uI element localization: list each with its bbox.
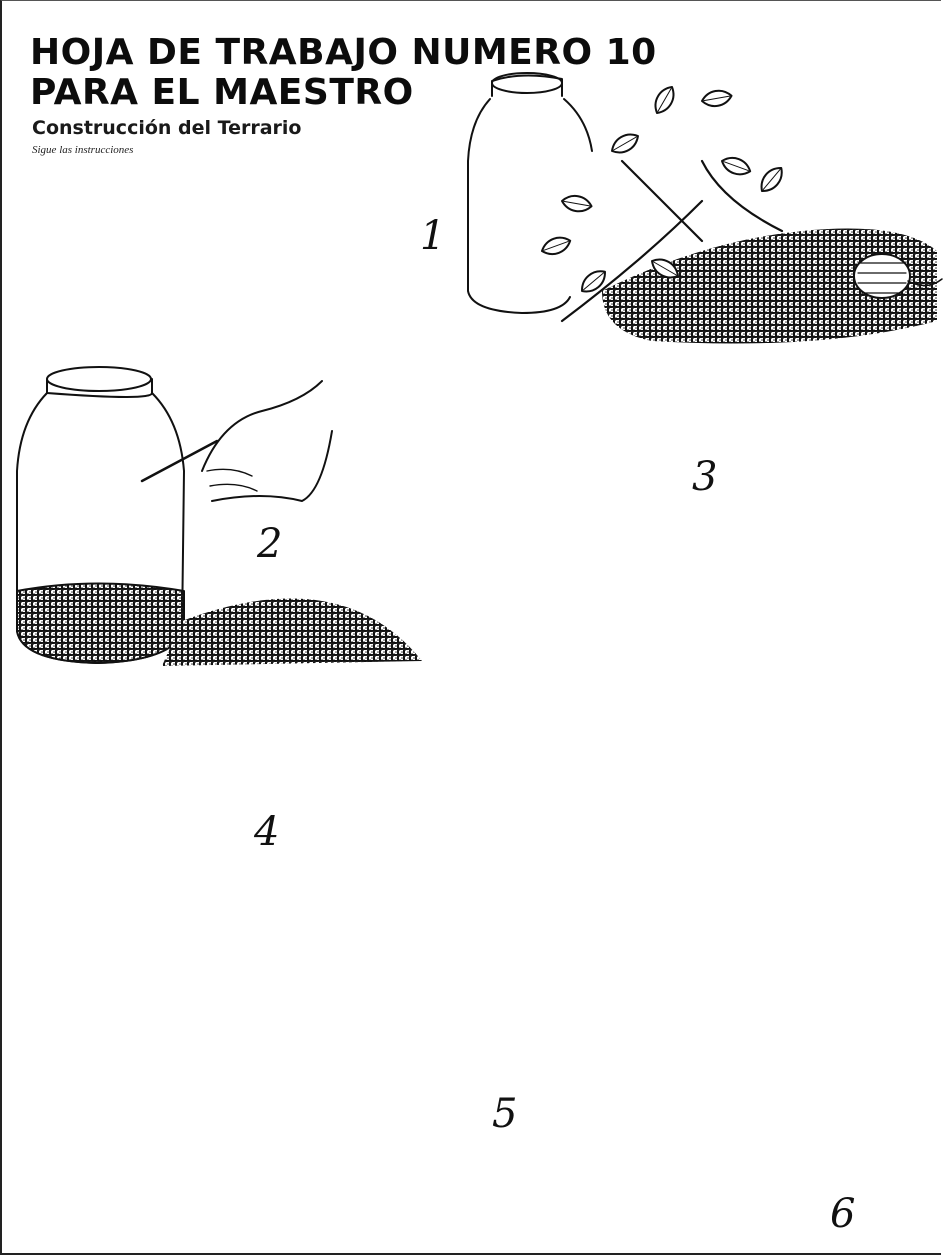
step-number-1: 1 [420, 213, 445, 259]
step-1-illustration [468, 73, 942, 344]
step-number-5: 5 [492, 1091, 517, 1137]
step-number-4: 4 [254, 809, 279, 855]
step-number-2: 2 [257, 521, 282, 567]
step-2-illustration [17, 367, 422, 666]
step-number-6: 6 [830, 1191, 855, 1237]
step-number-3: 3 [692, 454, 717, 500]
